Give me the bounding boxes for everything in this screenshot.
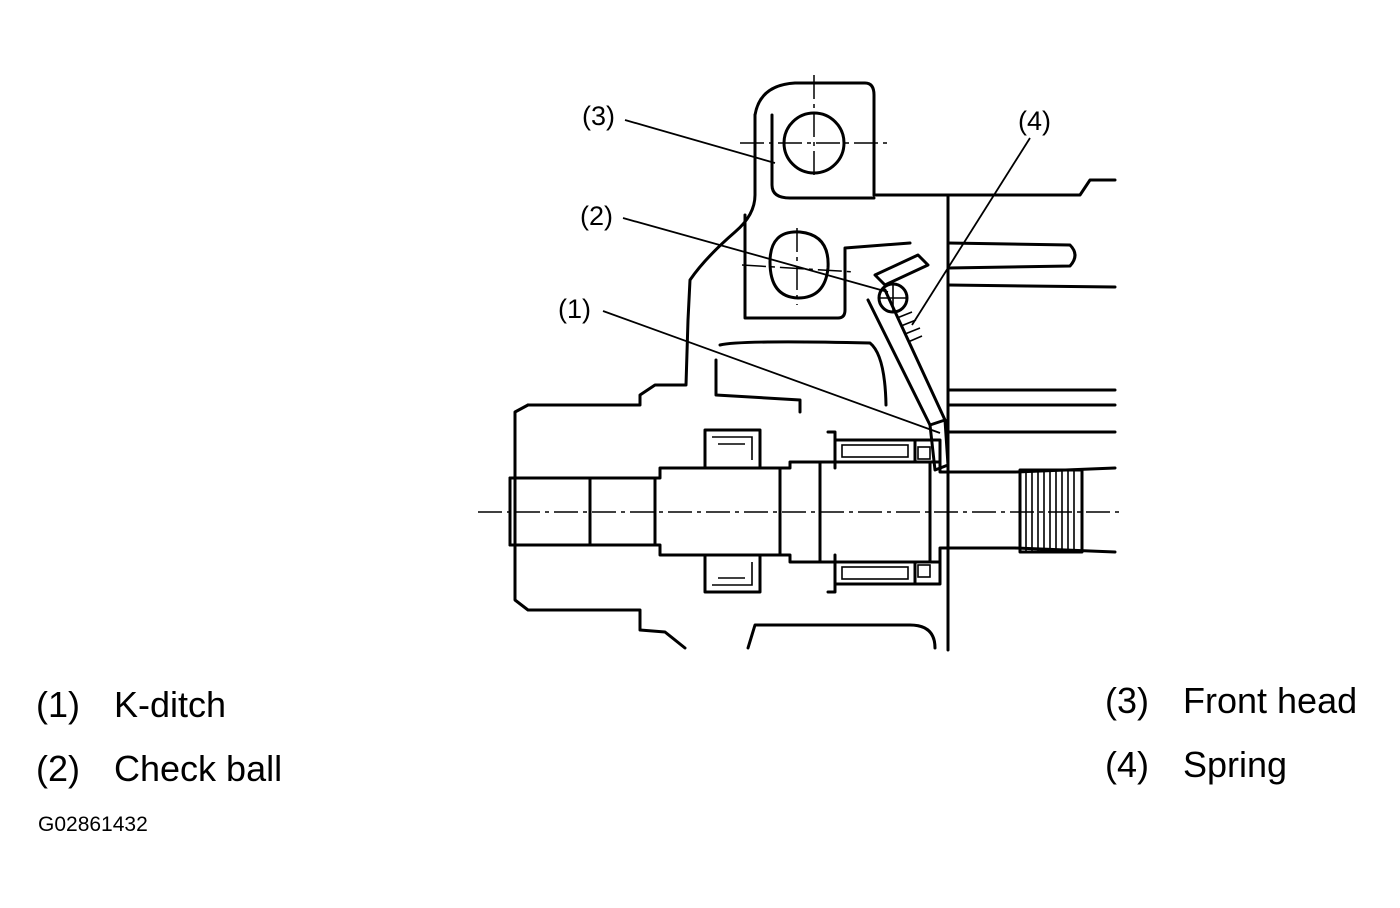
spring (866, 288, 950, 472)
legend-number: (2) (36, 748, 80, 789)
legend-number: (3) (1105, 680, 1149, 721)
check-ball (873, 253, 930, 314)
oil-seal (703, 428, 762, 594)
outer-casing-lines (872, 178, 1117, 434)
leader-line-1 (602, 310, 941, 434)
legend-text: Front head (1183, 680, 1358, 721)
callout-2: (2) (580, 201, 613, 231)
callout-1: (1) (558, 294, 591, 324)
callout-3: (3) (582, 101, 615, 131)
legend-number: (1) (36, 684, 80, 725)
cross-section-drawing (478, 75, 1120, 652)
upper-bolt-hole (740, 75, 888, 180)
legend-text: K-ditch (114, 684, 227, 725)
legend-number: (4) (1105, 744, 1149, 785)
leader-lines (602, 119, 1031, 434)
leader-line-2 (622, 217, 889, 293)
leader-line-3 (624, 119, 776, 164)
shaft (478, 460, 1120, 564)
needle-bearing (826, 430, 917, 594)
leader-line-4 (911, 137, 1031, 326)
legend-text: Check ball (114, 748, 283, 789)
k-ditch (913, 438, 942, 586)
front-head-housing (513, 81, 950, 652)
legend-text: Spring (1183, 744, 1288, 785)
shaft-splines (1018, 468, 1084, 554)
callout-4: (4) (1018, 106, 1051, 136)
figure-id: G02861432 (38, 813, 148, 836)
